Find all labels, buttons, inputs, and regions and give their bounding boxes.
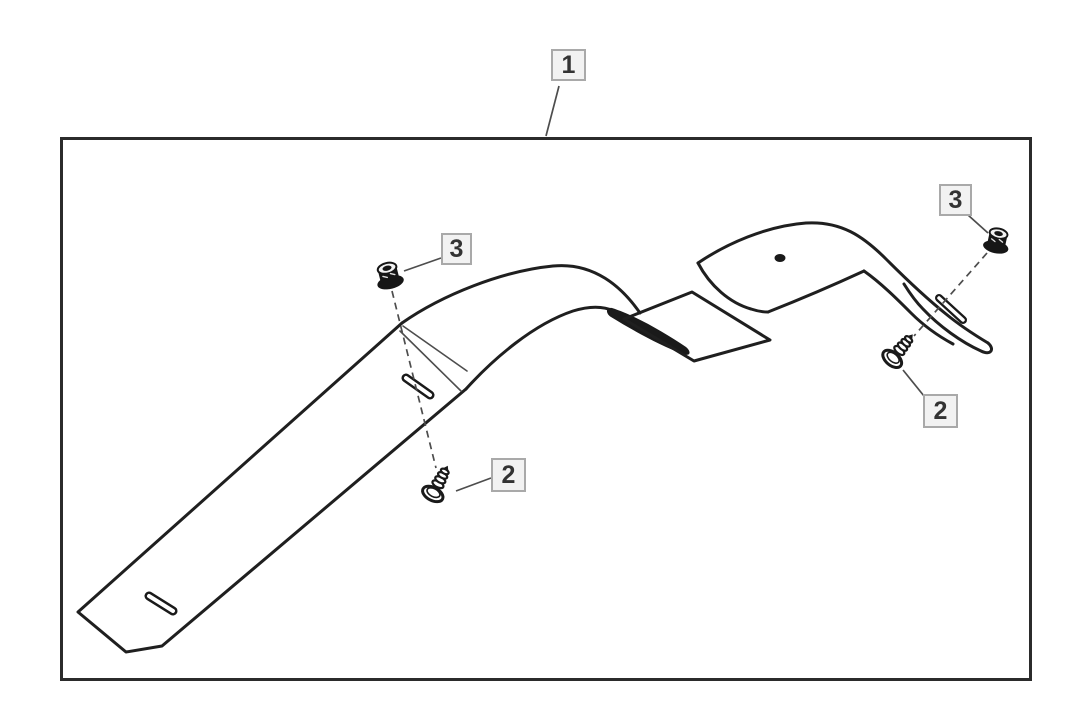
- bend-lines: [399, 325, 468, 392]
- callout-2-carriage-bolt-center: 2: [491, 458, 526, 492]
- slot-bottom-end: [144, 591, 178, 616]
- callout-3-flange-nut-right: 3: [939, 184, 972, 216]
- leader-callout-3-right: [967, 214, 989, 234]
- center-plate: [622, 290, 772, 363]
- callout-2-carriage-bolt-right: 2: [923, 394, 958, 428]
- dashed-line-right: [913, 252, 988, 337]
- slot-right-end: [935, 294, 967, 324]
- shield-right-inner-edge: [766, 269, 866, 314]
- diagram-border: [60, 137, 1032, 681]
- flange-nut-left-icon: [371, 258, 407, 293]
- shield-right-inner-curve: [862, 269, 955, 346]
- shield-assembly-drawing: [76, 221, 993, 654]
- leader-callout-1: [545, 85, 560, 137]
- alignment-dashed-lines: [391, 252, 988, 469]
- leader-lines: [403, 85, 989, 492]
- carriage-bolt-center-icon: [418, 459, 460, 507]
- shield-right-outer-edge: [696, 221, 990, 345]
- callout-3-flange-nut-left: 3: [441, 233, 472, 265]
- slot-knee: [401, 373, 435, 400]
- leader-callout-3-left: [403, 257, 442, 272]
- leader-callout-2-right: [902, 369, 925, 397]
- mounting-hole: [774, 254, 786, 262]
- arch-left-bottom-edge: [464, 305, 616, 391]
- shield-right-lower-edge: [696, 261, 770, 314]
- callout-1-shield-assembly: 1: [551, 49, 586, 81]
- dashed-line-left: [391, 290, 437, 469]
- arch-left-lip: [606, 307, 690, 355]
- arch-left-top-edge: [400, 264, 642, 325]
- shield-right-hook: [902, 282, 993, 355]
- strap-left-outline: [76, 321, 468, 654]
- leader-callout-2-center: [455, 477, 492, 492]
